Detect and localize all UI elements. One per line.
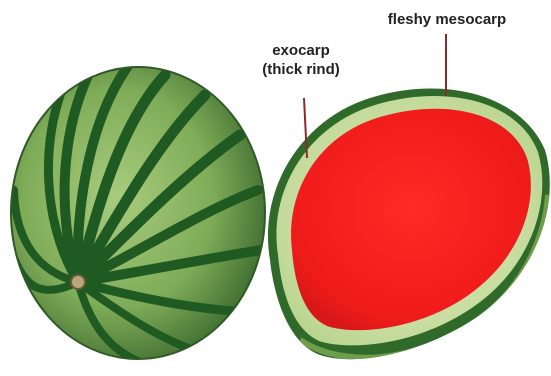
exocarp-label-line2: (thick rind)	[246, 60, 356, 79]
mesocarp-label: fleshy mesocarp	[362, 10, 532, 29]
half-watermelon	[268, 89, 550, 360]
exocarp-label-line1: exocarp	[246, 41, 356, 60]
stem-end	[71, 275, 85, 289]
whole-watermelon	[11, 62, 265, 362]
exocarp-label: exocarp (thick rind)	[246, 41, 356, 79]
